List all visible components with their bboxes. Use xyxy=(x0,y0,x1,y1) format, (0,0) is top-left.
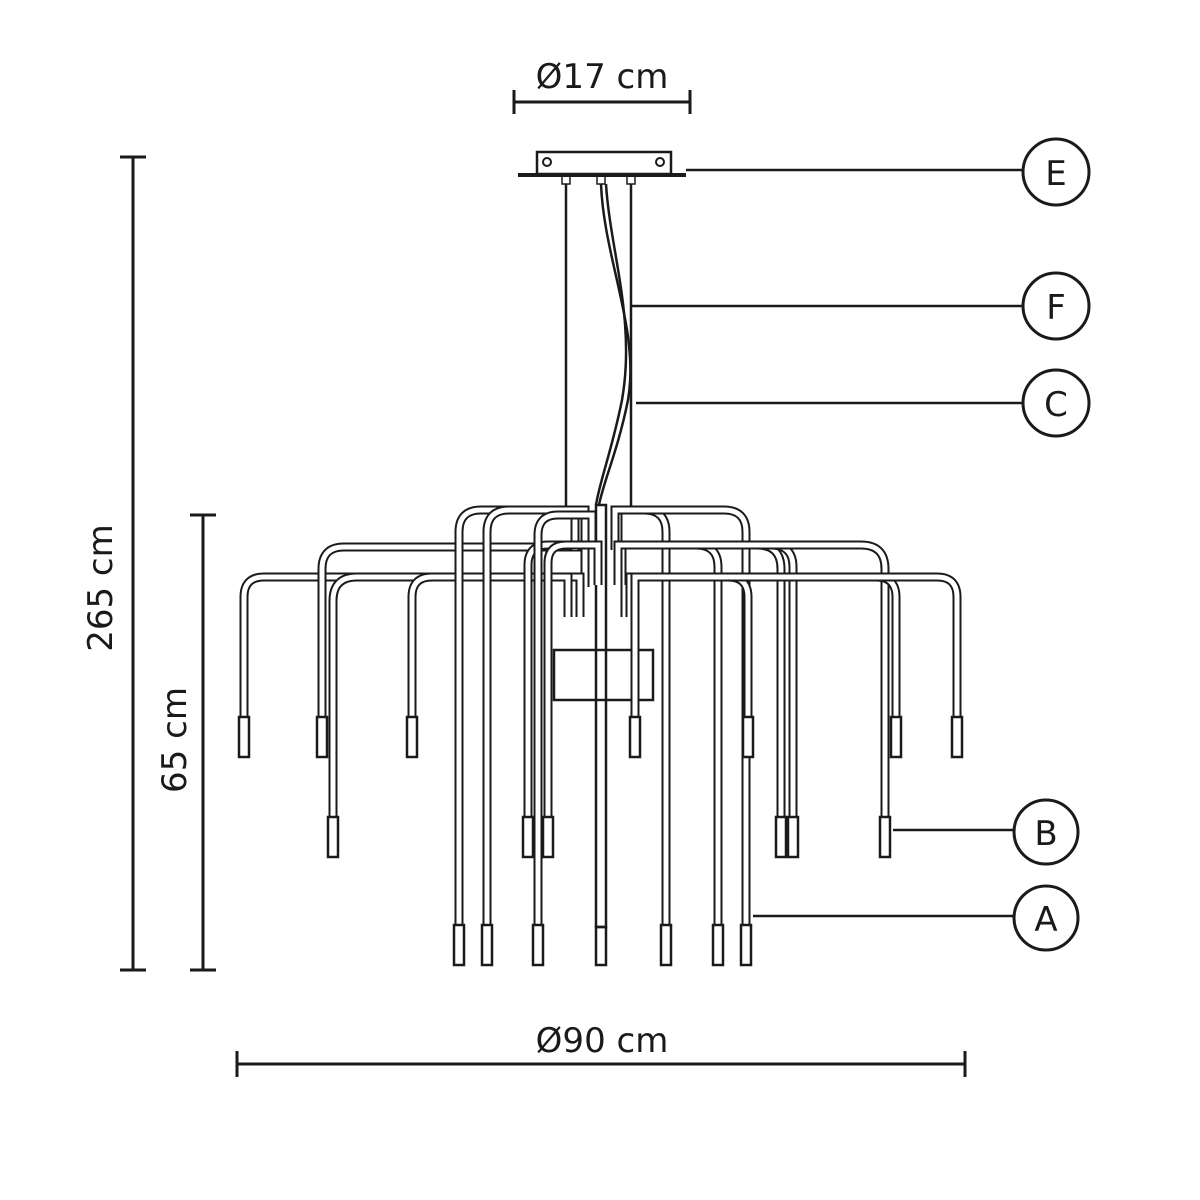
led-tip-1 xyxy=(237,715,251,759)
arm-4-inner xyxy=(409,574,571,757)
led-tip-16 xyxy=(786,815,800,859)
led-tip-19 xyxy=(950,715,964,759)
led-tip-9 xyxy=(541,815,555,859)
callout-C-label: C xyxy=(1044,385,1068,425)
led-tip-2 xyxy=(315,715,329,759)
arm-8-inner xyxy=(535,512,595,965)
arm-6-inner xyxy=(484,507,588,965)
callout-C: C xyxy=(636,368,1091,438)
led-tip-8 xyxy=(531,923,545,967)
callout-F-label: F xyxy=(1046,288,1066,328)
led-tip-18 xyxy=(889,715,903,759)
callout-B-label: B xyxy=(1034,814,1057,854)
arm-19-inner xyxy=(632,574,960,757)
arm-13-inner xyxy=(612,507,749,965)
arm-15-inner xyxy=(622,574,751,757)
arm-2-inner xyxy=(319,544,588,757)
led-tip-17 xyxy=(878,815,892,859)
led-tip-7 xyxy=(521,815,535,859)
led-tip-10 xyxy=(628,715,642,759)
total-height-dimension: 265 cm xyxy=(81,155,146,972)
central-hub xyxy=(552,648,655,702)
callout-B-circle xyxy=(1012,798,1080,866)
body-height-dimension: 65 cm xyxy=(155,513,216,972)
total-height-label: 265 cm xyxy=(81,524,121,652)
canopy xyxy=(518,150,686,185)
arm-17-inner xyxy=(615,542,888,857)
central-stem xyxy=(594,503,608,967)
callout-E-circle xyxy=(1021,137,1091,207)
arm-5-inner xyxy=(456,507,578,965)
led-tip-15 xyxy=(741,715,755,759)
callout-F: F xyxy=(632,271,1091,341)
led-tip-12 xyxy=(711,923,725,967)
body-height-label: 65 cm xyxy=(155,687,195,793)
arm-15 xyxy=(620,572,753,757)
led-tip-14 xyxy=(774,815,788,859)
led-tip-13 xyxy=(739,923,753,967)
overall-diameter-dimension: Ø90 cm xyxy=(235,1021,967,1077)
canopy-diameter-label: Ø17 cm xyxy=(536,57,669,97)
callout-F-circle xyxy=(1021,271,1091,341)
callout-A-circle xyxy=(1012,884,1080,952)
arm-1-inner xyxy=(241,574,578,757)
canopy-diameter-dimension: Ø17 cm xyxy=(512,57,692,114)
led-tip-3 xyxy=(326,815,340,859)
led-tip-5 xyxy=(452,923,466,967)
arm-9-inner xyxy=(545,542,601,857)
arm-3-inner xyxy=(330,574,583,857)
led-tip-4 xyxy=(405,715,419,759)
led-tip-6 xyxy=(480,923,494,967)
callout-E: E xyxy=(686,137,1091,207)
lamp-arms xyxy=(237,505,964,967)
power-cord xyxy=(594,183,632,506)
callout-E-label: E xyxy=(1045,154,1066,194)
callout-B: B xyxy=(893,798,1080,866)
led-tip-11 xyxy=(659,923,673,967)
overall-diameter-label: Ø90 cm xyxy=(536,1021,669,1061)
callout-A: A xyxy=(753,884,1080,952)
callout-C-circle xyxy=(1021,368,1091,438)
callout-A-label: A xyxy=(1034,900,1057,940)
suspension-cables xyxy=(564,184,633,510)
